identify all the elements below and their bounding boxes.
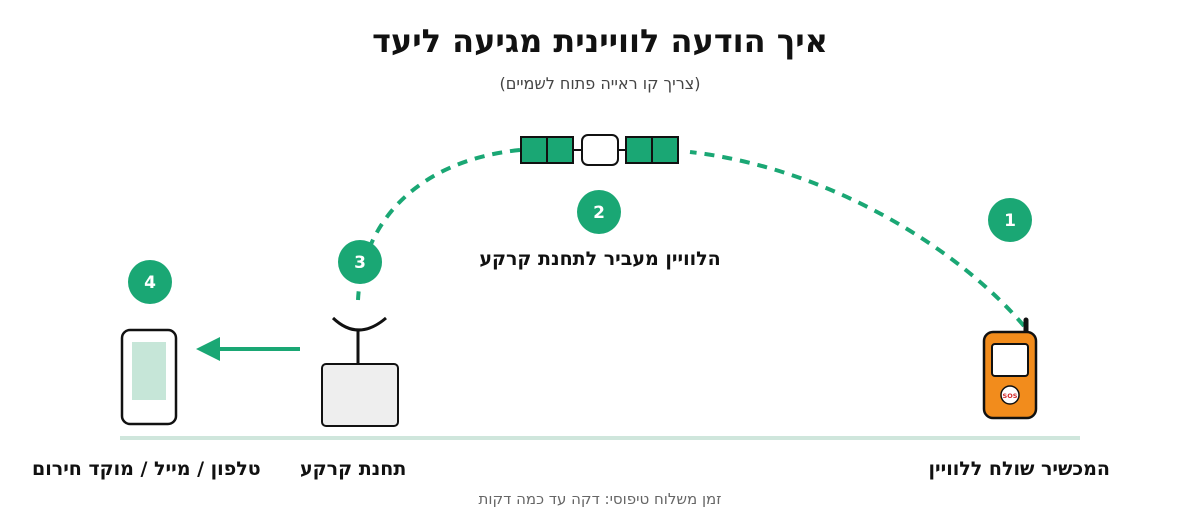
- signal-path-downlink: [356, 148, 521, 301]
- sos-label: SOS: [1003, 392, 1018, 400]
- footer-note: זמן משלוח טיפוסי: דקה עד כמה דקות: [478, 490, 722, 508]
- step-number-4: 4: [144, 273, 156, 293]
- step-badge-4: 4: [128, 260, 172, 304]
- step-number-1: 1: [1004, 211, 1016, 231]
- satellite-icon: [520, 134, 679, 166]
- step-number-2: 2: [593, 203, 605, 223]
- step-badge-1: 1: [988, 198, 1032, 242]
- arrow-left-icon: [196, 337, 300, 361]
- ground-station-icon: [321, 316, 399, 427]
- device-label: המכשיר שולח ללוויין: [928, 458, 1110, 480]
- step-badge-3: 3: [338, 240, 382, 284]
- step-number-3: 3: [354, 253, 366, 273]
- page-title: איך הודעה לוויינית מגיעה ליעד: [372, 22, 828, 60]
- sos-device-icon: SOS: [982, 317, 1038, 420]
- destination-label: טלפון / מייל / מוקד חירום: [32, 458, 261, 480]
- page-subtitle: (צריך קו ראייה פתוח לשמיים): [499, 74, 701, 93]
- step-badge-2: 2: [577, 190, 621, 234]
- signal-path-uplink: [689, 150, 1026, 328]
- phone-icon: [120, 328, 178, 426]
- station-label: תחנת קרקע: [300, 458, 407, 480]
- step-2-caption: הלוויין מעביר לתחנת קרקע: [479, 248, 721, 270]
